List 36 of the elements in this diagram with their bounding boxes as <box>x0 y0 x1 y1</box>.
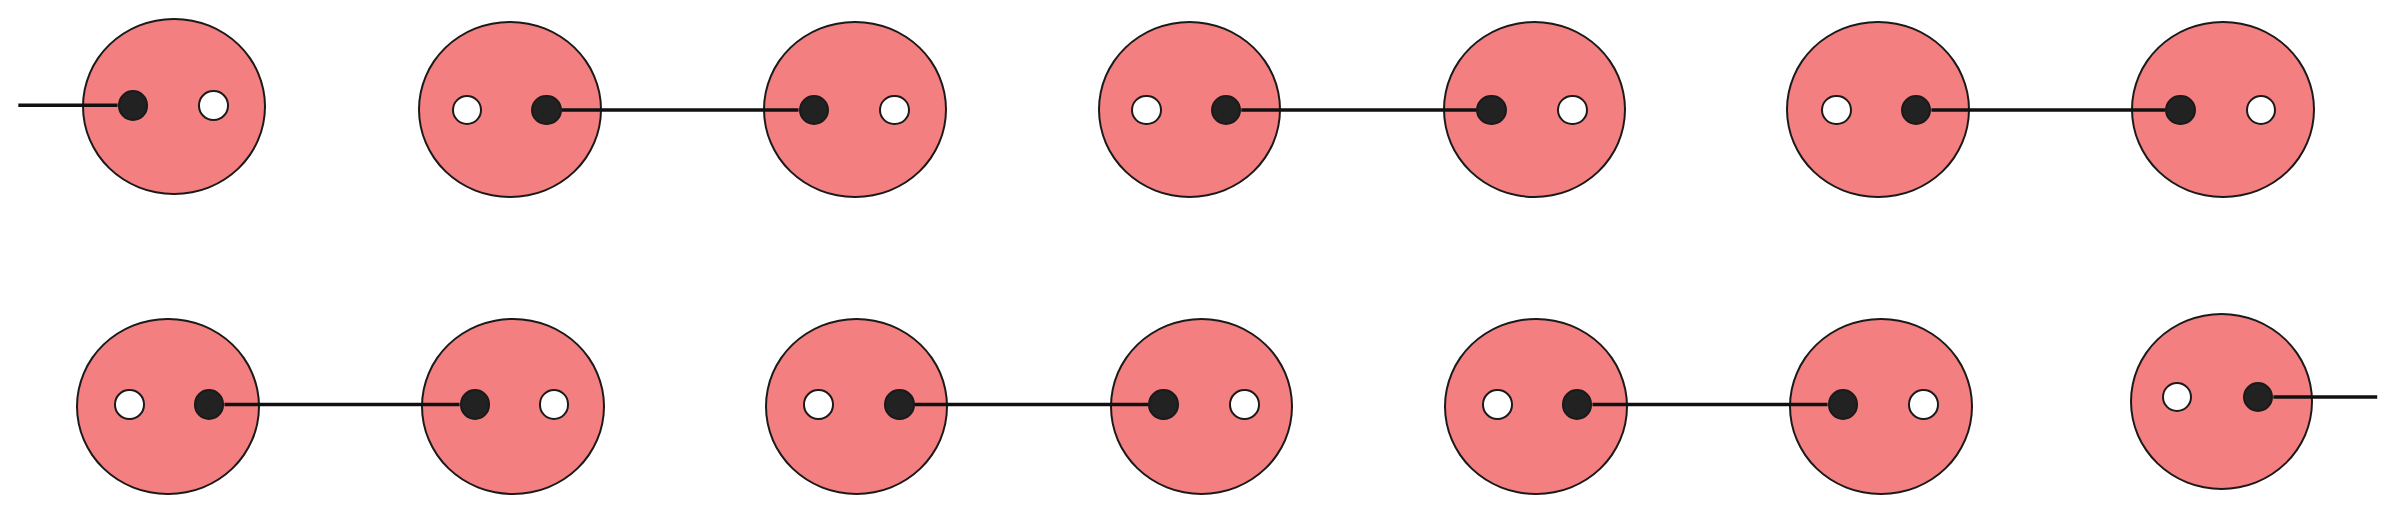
filled-dot <box>884 389 915 420</box>
hollow-dot <box>1229 389 1260 420</box>
connector-line <box>224 402 460 407</box>
hollow-dot <box>1482 389 1513 420</box>
connector-line <box>1241 108 1477 112</box>
hollow-dot <box>198 90 229 121</box>
connector-line <box>1931 108 2165 112</box>
filled-dot <box>117 90 149 121</box>
hollow-dot <box>1557 94 1588 126</box>
filled-dot <box>193 389 225 420</box>
filled-dot <box>1148 389 1179 420</box>
hollow-dot <box>1908 389 1939 420</box>
hollow-dot <box>1131 94 1162 126</box>
hollow-dot <box>1821 94 1852 126</box>
hollow-dot <box>2245 94 2277 126</box>
hollow-dot <box>803 389 834 420</box>
hollow-dot <box>2161 381 2193 413</box>
hollow-dot <box>114 389 145 420</box>
filled-dot <box>1476 94 1507 126</box>
hollow-dot <box>451 94 483 126</box>
filled-dot <box>459 389 491 420</box>
filled-dot <box>531 94 562 126</box>
filled-dot <box>1827 389 1859 420</box>
connector-line <box>2273 395 2378 399</box>
connector-line <box>914 402 1149 407</box>
connector-line <box>1592 402 1828 407</box>
filled-dot <box>1561 389 1593 420</box>
filled-dot <box>798 94 830 126</box>
filled-dot <box>1900 94 1932 126</box>
filled-dot <box>1210 94 1242 126</box>
hollow-dot <box>538 389 570 420</box>
hollow-dot <box>879 94 910 126</box>
filled-dot <box>2164 94 2196 126</box>
filled-dot <box>2242 381 2274 413</box>
connector-line <box>18 103 118 108</box>
connector-line <box>561 108 799 112</box>
